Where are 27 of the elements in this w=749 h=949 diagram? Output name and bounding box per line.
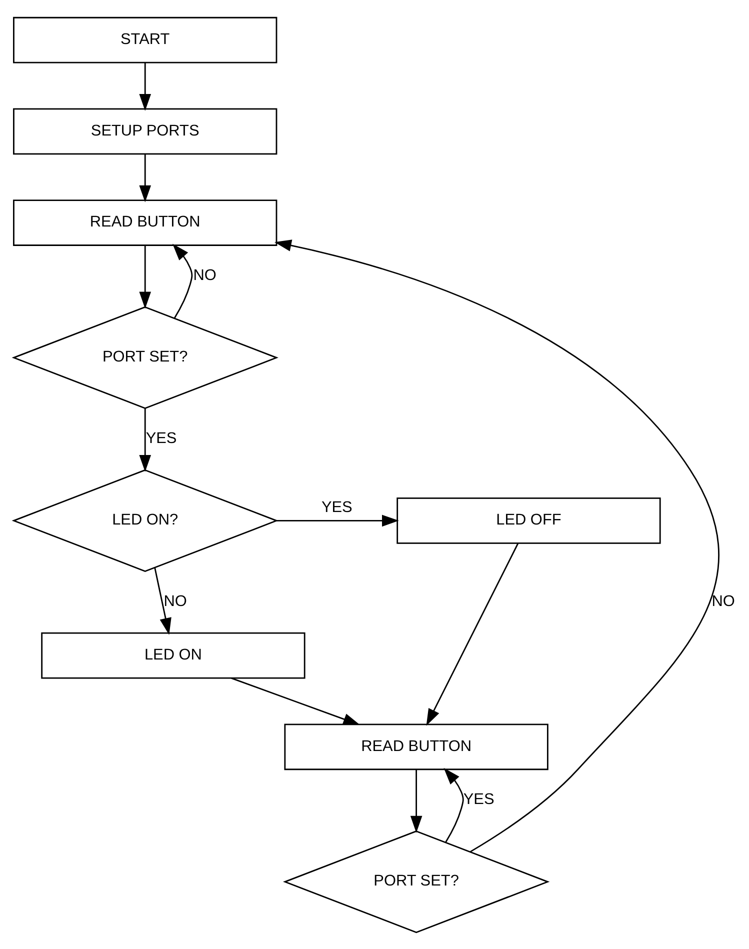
edge-label: YES [146, 430, 177, 447]
edge-label: YES [321, 498, 352, 516]
arrow [154, 567, 172, 634]
arrow [426, 542, 519, 726]
edge-label: NO [193, 266, 216, 284]
node-box: READ BUTTON [284, 723, 548, 770]
edge-label: NO [164, 592, 187, 610]
arrow [139, 408, 152, 472]
arrow [274, 239, 720, 852]
edge-label: YES [463, 790, 494, 808]
arrow [410, 769, 422, 832]
arrow [276, 514, 399, 526]
arrow [444, 767, 464, 842]
node-box: SETUP PORTS [13, 108, 278, 154]
node-diamond: LED ON? [12, 468, 278, 572]
node-box: LED ON [41, 632, 306, 678]
node-box: LED OFF [396, 496, 661, 544]
node-box: START [13, 16, 278, 63]
arrow [231, 677, 360, 725]
node-diamond: PORT SET? [282, 830, 550, 933]
arrow [139, 62, 152, 110]
node-box: READ BUTTON [13, 199, 278, 246]
edge-label: NO [712, 592, 735, 610]
node-diamond: PORT SET? [12, 306, 278, 408]
arrow [139, 154, 152, 202]
arrow [139, 244, 152, 308]
arrow [172, 243, 193, 318]
